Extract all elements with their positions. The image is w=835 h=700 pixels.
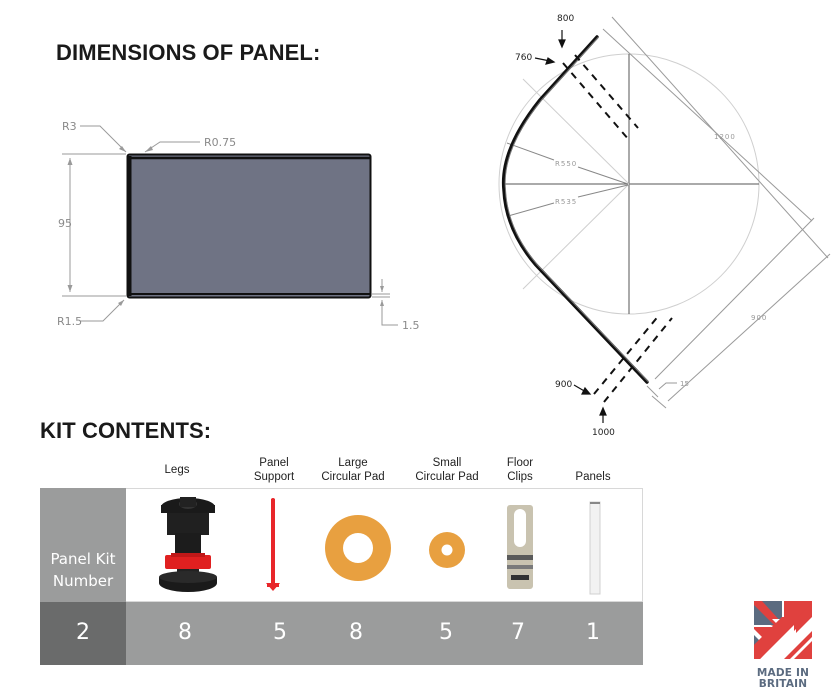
qty-panel-support: 5: [273, 620, 287, 645]
leg-icon: [159, 497, 217, 592]
panel-cross-section-drawing: R3 R0.75 95 R1.5 1.5: [57, 120, 420, 332]
kit-number-cell: 2: [40, 602, 126, 665]
dimensions-heading: DIMENSIONS OF PANEL:: [56, 40, 321, 65]
floor-clip-icon: [507, 505, 533, 589]
label-r550: R550: [555, 160, 577, 168]
label-r3: R3: [62, 120, 77, 133]
panel-body: [128, 155, 370, 297]
made-in-britain-badge: MADE IN BRITAIN: [754, 601, 812, 690]
label-1000: 1000: [592, 428, 615, 438]
label-900-length: 900: [751, 314, 767, 322]
label-thickness: 1.5: [402, 319, 420, 332]
layout-plan-drawing: 800 760 R550 R535 1200 900 15 900 1000: [498, 14, 831, 438]
column-label-small-circular-pad: Small Circular Pad: [415, 457, 479, 483]
label-r535: R535: [555, 198, 577, 206]
column-label-floor-clips: Floor Clips: [506, 457, 534, 483]
column-label-legs: Legs: [164, 464, 190, 476]
kit-images-row: [40, 488, 643, 602]
column-label-panels: Panels: [575, 471, 611, 483]
label-r075: R0.75: [204, 136, 236, 149]
column-label-large-circular-pad: Large Circular Pad: [321, 457, 385, 483]
column-label-panel-support: Panel Support: [253, 457, 295, 483]
label-height: 95: [58, 217, 72, 230]
kit-contents-heading: KIT CONTENTS:: [40, 418, 212, 443]
label-800: 800: [557, 14, 574, 24]
kit-number: 2: [76, 620, 90, 645]
small-circular-pad-icon: [429, 532, 465, 568]
qty-floor-clips: 7: [511, 620, 525, 645]
label-1200: 1200: [714, 133, 736, 141]
panel-icon: [589, 501, 601, 595]
qty-small-circular-pad: 5: [439, 620, 453, 645]
badge-line-2: BRITAIN: [758, 678, 808, 690]
panel-support-icon: [266, 498, 280, 591]
large-circular-pad-icon: [325, 515, 391, 581]
badge-line-1: MADE IN: [756, 667, 810, 679]
panel-kit-number-header: Panel Kit Number: [40, 488, 126, 602]
label-r15: R1.5: [57, 315, 82, 328]
union-arrow-icon: [754, 601, 812, 659]
qty-legs: 8: [178, 620, 192, 645]
label-900-bottom: 900: [555, 380, 572, 390]
label-760: 760: [515, 53, 532, 63]
qty-large-circular-pad: 8: [349, 620, 363, 645]
quantities-row: 2 8 5 8 5 7 1: [40, 602, 643, 665]
kit-contents-table: Panel Kit Number 2 8 5 8 5 7 1: [40, 488, 643, 665]
label-15: 15: [680, 380, 689, 388]
panel-path: [501, 35, 649, 384]
qty-panels: 1: [586, 620, 600, 645]
